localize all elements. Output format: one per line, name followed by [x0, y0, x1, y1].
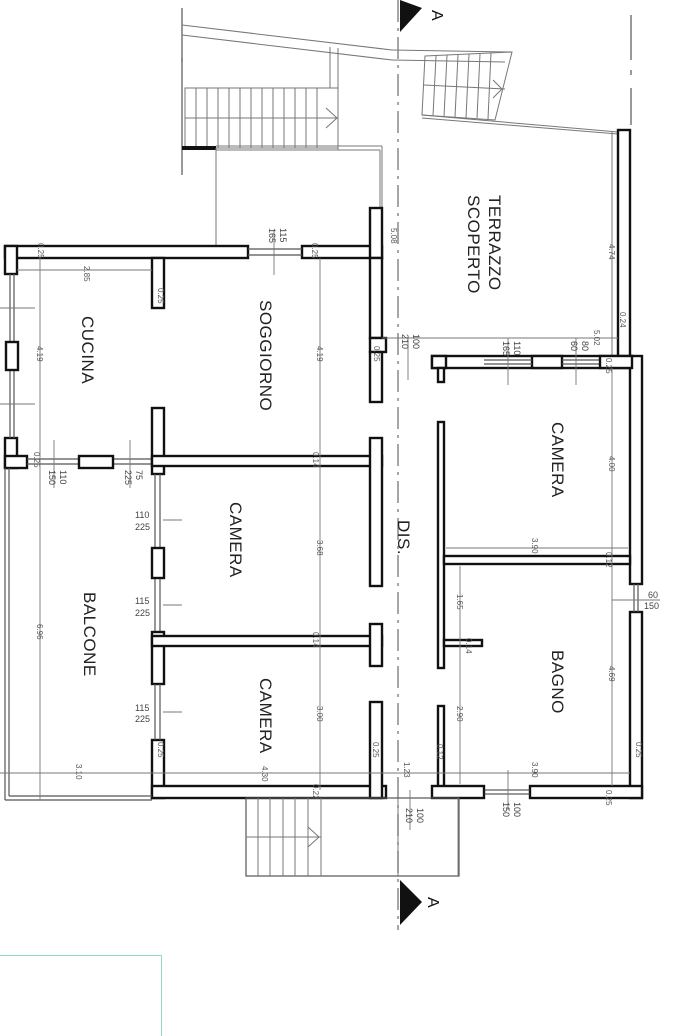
room-label-camera-mid: CAMERA [226, 502, 245, 578]
dim-wall-012: 0.12 [435, 744, 444, 760]
dimension-labels: 2.85 4.19 4.19 5.08 4.74 5.02 0.24 4.00 … [32, 228, 643, 806]
opening-terrazzo-win-a: 110 [512, 341, 522, 355]
stair-treads-left [185, 88, 338, 148]
opening-soggiorno-a: 115 [278, 228, 288, 242]
dim-wall-025: 0.25 [634, 742, 643, 758]
dim-terrazzo-left: 5.08 [389, 228, 398, 244]
dim-camera-right-width: 3.90 [530, 538, 539, 554]
stair-treads-right [421, 51, 513, 121]
dim-wall-025: 0.25 [36, 243, 45, 259]
opening-cucina-b: 150 [47, 470, 57, 485]
dim-camera-low-width: 4.30 [260, 766, 269, 782]
opening-camera-low-b: 225 [135, 714, 150, 724]
opening-terrazzo-win2-b: 60 [569, 341, 579, 351]
section-label-bottom: A [424, 897, 441, 908]
dim-terrazzo-width: 5.02 [592, 330, 601, 346]
dim-cucina-length: 4.19 [35, 346, 44, 362]
opening-terrazzo-door-b: 210 [400, 334, 410, 349]
room-label-cucina: CUCINA [78, 316, 97, 384]
dim-wall-025: 0.25 [371, 742, 380, 758]
dim-dis-width: 1.23 [402, 762, 411, 778]
room-label-dis: DIS. [394, 520, 413, 555]
dim-wall-025: 0.25 [604, 358, 613, 374]
opening-cucina-a: 110 [58, 470, 68, 484]
dim-balcone-length: 6.96 [35, 624, 44, 640]
room-label-camera-right: CAMERA [548, 422, 567, 498]
dim-cucina-width: 2.85 [82, 266, 91, 282]
dim-wall-014: 0.14 [311, 452, 320, 468]
dim-bagno-partition-a: 1.65 [455, 594, 464, 610]
opening-bagno-bottom-b: 150 [501, 802, 511, 817]
balcony-outline [4, 468, 152, 801]
opening-entrance-b: 210 [404, 808, 414, 823]
dim-bagno-length: 4.69 [607, 666, 616, 682]
room-label-camera-low: CAMERA [256, 678, 275, 754]
opening-bagno-side-b: 150 [644, 601, 659, 611]
room-label-terrazzo: TERRAZZO [485, 195, 504, 291]
section-arrow-icon [400, 0, 422, 32]
top-stairs [181, 8, 632, 245]
stair-arrow-icon [307, 826, 320, 848]
frame-box [0, 955, 162, 1036]
opening-cucina2-a: 75 [134, 470, 144, 480]
dim-camera-right-length: 4.00 [607, 456, 616, 472]
section-arrow-icon [400, 880, 422, 925]
room-label-soggiorno: SOGGIORNO [256, 300, 275, 411]
walls [3, 206, 644, 800]
dim-wall-014: 0.14 [311, 632, 320, 648]
dim-terrazzo-wall: 0.24 [618, 312, 627, 328]
dim-camera-mid-length: 3.68 [315, 540, 324, 556]
opening-camera-mid2-b: 225 [135, 608, 150, 618]
dim-wall-025: 0.25 [156, 742, 165, 758]
opening-terrazzo-win-b: 165 [501, 341, 511, 356]
section-line: A A [397, 0, 445, 930]
opening-camera-mid2-a: 115 [135, 596, 149, 606]
opening-entrance-a: 100 [415, 808, 425, 823]
dim-soggiorno-length: 4.19 [315, 346, 324, 362]
opening-bagno-bottom-a: 100 [512, 802, 522, 817]
opening-labels: 115 165 100 210 110 165 80 60 110 150 75… [47, 228, 659, 823]
dimension-lines [0, 230, 660, 876]
dim-camera-low-length: 3.00 [315, 706, 324, 722]
dim-wall-025: 0.25 [32, 452, 41, 468]
dim-wall-022: 0.22 [311, 784, 320, 800]
room-label-bagno: BAGNO [548, 650, 567, 714]
dim-wall-012: 0.12 [604, 552, 613, 568]
dim-wall-025: 0.25 [310, 243, 319, 259]
opening-camera-low-a: 115 [135, 703, 149, 713]
opening-terrazzo-door-a: 100 [411, 334, 421, 349]
opening-soggiorno-b: 165 [267, 228, 277, 243]
dim-wall-014: 0.14 [464, 638, 473, 654]
dim-wall-025: 0.25 [372, 346, 381, 362]
section-label-top: A [428, 10, 445, 21]
stair-arrow-icon [325, 107, 338, 129]
dim-bagno-width: 3.90 [530, 762, 539, 778]
room-label-scoperto: SCOPERTO [464, 195, 483, 294]
opening-camera-mid-b: 225 [135, 522, 150, 532]
opening-terrazzo-win2-a: 80 [580, 341, 590, 351]
opening-cucina2-b: 225 [123, 470, 133, 485]
dim-wall-025: 0.25 [604, 790, 613, 806]
room-labels: CUCINA SOGGIORNO TERRAZZO SCOPERTO CAMER… [78, 195, 567, 754]
entrance-stairs [245, 797, 460, 877]
opening-bagno-side-a: 60 [648, 590, 658, 600]
stair-arrow-icon [492, 79, 503, 99]
dim-bagno-partition-b: 2.90 [455, 706, 464, 722]
dim-wall-025: 0.25 [156, 288, 165, 304]
wall-stub [182, 146, 216, 150]
dim-balcone-width: 3.10 [74, 764, 83, 780]
dim-terrazzo-right: 4.74 [607, 244, 616, 260]
opening-camera-mid-a: 110 [135, 510, 149, 520]
room-label-balcone: BALCONE [80, 592, 99, 677]
